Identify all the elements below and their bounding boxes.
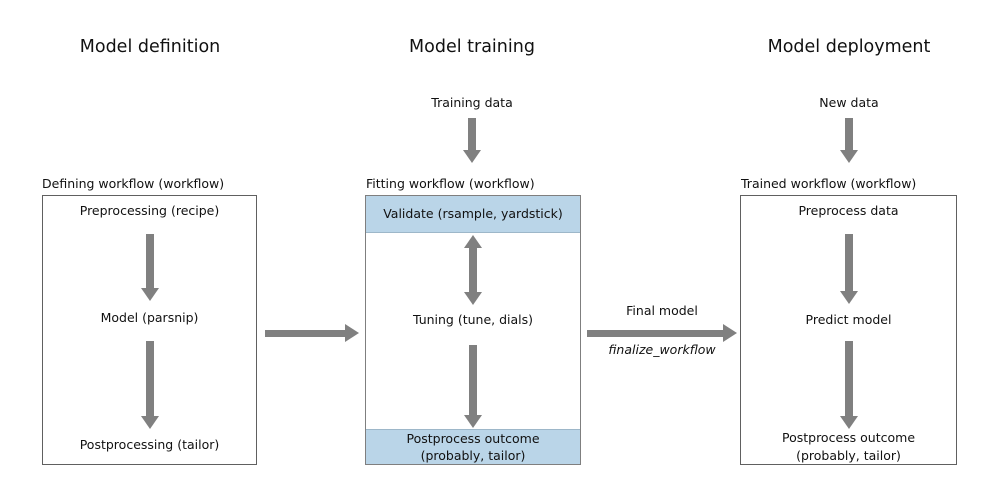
double-arrow-icon (464, 235, 482, 305)
fitting-workflow-label: Fitting workflow (workflow) (366, 176, 535, 191)
step-model: Model (parsnip) (100, 310, 199, 325)
step-postprocessing: Postprocessing (tailor) (79, 437, 220, 452)
trained-workflow-label: Trained workflow (workflow) (741, 176, 917, 191)
step-preprocessing: Preprocessing (recipe) (79, 203, 220, 218)
finalize-workflow-label: finalize_workflow (608, 342, 716, 357)
down-arrow-icon (140, 341, 159, 429)
fitting-workflow-box: Validate (rsample, yardstick) Tuning (tu… (365, 195, 581, 465)
defining-workflow-box: Preprocessing (recipe) Model (parsnip) P… (42, 195, 257, 465)
trained-workflow-box: Preprocess data Predict model Postproces… (740, 195, 957, 465)
postprocess-band-line1: Postprocess outcome (406, 431, 540, 446)
column-title-training: Model training (409, 37, 535, 57)
step-predict-model: Predict model (805, 312, 892, 327)
down-arrow-icon (839, 341, 858, 429)
postprocess-band-line2: (probably, tailor) (420, 447, 526, 463)
defining-workflow-label: Defining workflow (workflow) (42, 176, 225, 191)
training-data-label: Training data (431, 95, 513, 110)
right-arrow-icon (587, 324, 737, 342)
postprocess-band: Postprocess outcome (probably, tailor) (366, 429, 580, 464)
step-tuning: Tuning (tune, dials) (412, 312, 534, 327)
column-title-deployment: Model deployment (767, 37, 931, 57)
down-arrow-icon (140, 234, 159, 301)
column-title-definition: Model definition (79, 37, 221, 57)
postprocess-outcome-line1: Postprocess outcome (781, 430, 916, 445)
down-arrow-icon (463, 118, 481, 163)
down-arrow-icon (840, 118, 858, 163)
right-arrow-icon (265, 324, 359, 342)
down-arrow-icon (839, 234, 858, 304)
step-postprocess-outcome: Postprocess outcome (probably, tailor) (741, 429, 956, 464)
final-model-label: Final model (626, 303, 698, 318)
down-arrow-icon (464, 345, 482, 428)
validate-band: Validate (rsample, yardstick) (366, 196, 580, 233)
step-preprocess-data: Preprocess data (798, 203, 899, 218)
new-data-label: New data (819, 95, 879, 110)
postprocess-outcome-line2: (probably, tailor) (796, 447, 901, 463)
